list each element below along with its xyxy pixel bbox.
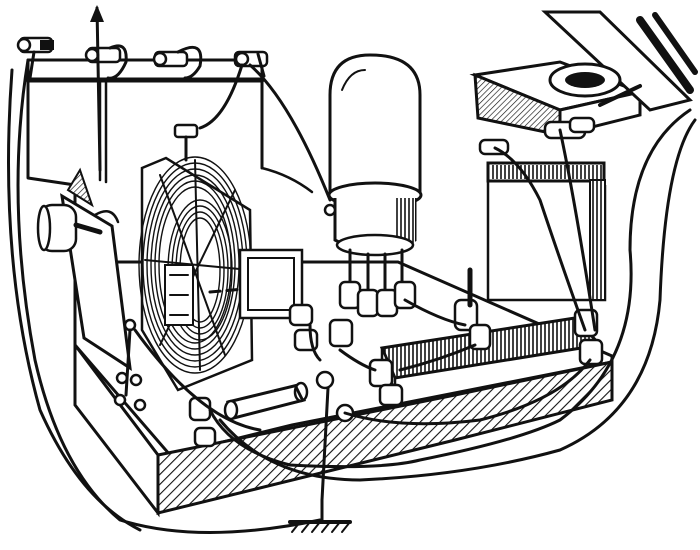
audio-transformer xyxy=(486,161,607,302)
variable-capacitor xyxy=(36,167,147,412)
binding-post-2 xyxy=(84,44,128,80)
headphones xyxy=(469,10,698,156)
binding-post-1 xyxy=(16,36,54,80)
antenna-lead xyxy=(90,5,104,172)
wiring xyxy=(7,58,697,534)
tube-socket xyxy=(323,198,417,318)
rheostat xyxy=(379,267,604,391)
vacuum-tube xyxy=(327,53,423,209)
ground-symbol xyxy=(288,498,352,533)
binding-post-4 xyxy=(233,50,269,78)
grid-resistor xyxy=(223,381,309,421)
binding-post-3 xyxy=(152,45,203,80)
spiderweb-coils xyxy=(138,123,304,392)
